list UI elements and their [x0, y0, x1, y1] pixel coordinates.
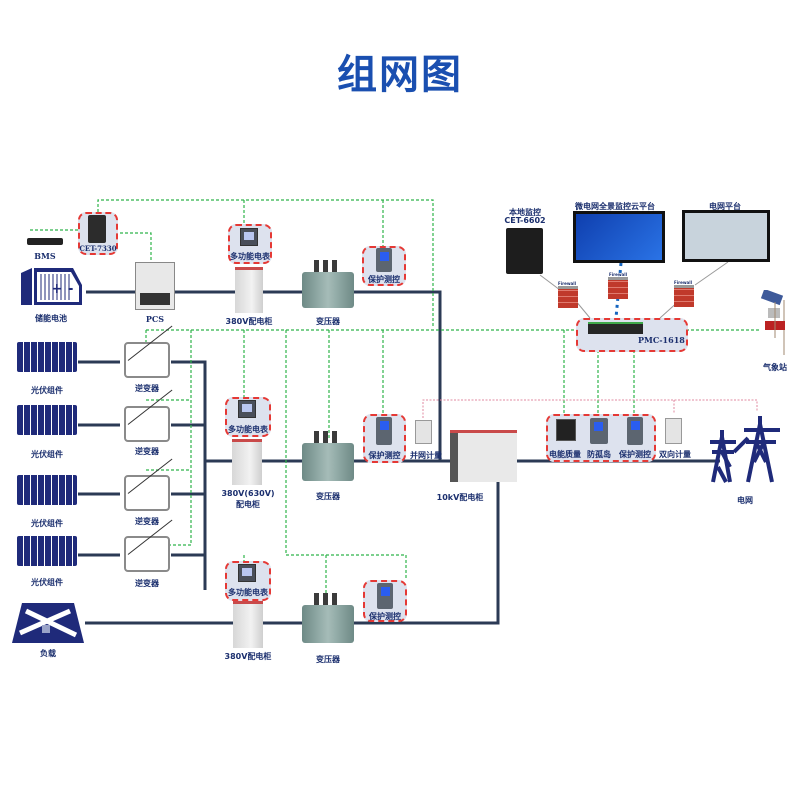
pv-grid-meter-device[interactable]: [415, 420, 432, 444]
load-meter-label: 多功能电表: [228, 588, 268, 597]
gateway-device[interactable]: [88, 215, 106, 243]
grid-relay-device[interactable]: [627, 417, 643, 445]
comm-lines: [30, 199, 760, 610]
pv-panel-4-label: 光伏组件: [31, 578, 63, 587]
pcs-device[interactable]: [135, 262, 175, 310]
cloud-platform-label: 微电网全景监控云平台: [575, 202, 655, 211]
storage-transformer-label: 变压器: [316, 317, 340, 326]
firewall-3[interactable]: [674, 285, 694, 307]
svg-text:+ -: + -: [51, 281, 74, 297]
storage-cabinet-device[interactable]: [235, 267, 263, 313]
transmission-tower-icon: [710, 416, 780, 483]
cloud-link: [614, 262, 623, 319]
pv-inverter-3[interactable]: [124, 475, 170, 511]
storage-meter-device[interactable]: [240, 228, 258, 246]
switchgear-device[interactable]: [450, 430, 517, 482]
bidirectional-meter-device[interactable]: [665, 418, 682, 444]
load-relay-box: [363, 580, 407, 622]
pv-cabinet-device[interactable]: [232, 439, 262, 485]
pv-inverter-4[interactable]: [124, 536, 170, 572]
pv-panel-2-label: 光伏组件: [31, 450, 63, 459]
firewall-2[interactable]: [608, 277, 628, 299]
firewall-1[interactable]: [558, 286, 578, 308]
pv-inverter-3-label: 逆变器: [135, 517, 159, 526]
pv-relay-device[interactable]: [376, 417, 392, 445]
metering-lines: [422, 399, 758, 418]
grid-platform-screen[interactable]: [682, 210, 770, 262]
load-cabinet-device[interactable]: [233, 601, 263, 648]
pv-cabinet-label-1: 380V(630V): [221, 489, 275, 498]
network-lines: [539, 261, 785, 355]
firewall-2-label: Firewall: [609, 272, 627, 277]
power-line-load: [85, 480, 500, 625]
load-transformer-label: 变压器: [316, 655, 340, 664]
pv-inverter-1[interactable]: [124, 342, 170, 378]
storage-cabinet-label: 380V配电柜: [225, 317, 273, 326]
grid-platform-label: 电网平台: [709, 202, 741, 211]
storage-relay-device[interactable]: [376, 248, 392, 272]
switch-label: PMC-1618: [638, 335, 685, 345]
storage-transformer-device[interactable]: [302, 260, 354, 308]
load-meter-device[interactable]: [238, 564, 256, 582]
load-cabinet-label: 380V配电柜: [224, 652, 272, 661]
pv-panel-1[interactable]: [17, 342, 77, 372]
pv-inverter-1-label: 逆变器: [135, 384, 159, 393]
pv-panel-3-label: 光伏组件: [31, 519, 63, 528]
power-quality-label: 电能质量: [549, 450, 581, 459]
pv-panel-4[interactable]: [17, 536, 77, 566]
pv-transformer-device[interactable]: [302, 431, 354, 481]
pv-inverter-2[interactable]: [124, 406, 170, 442]
pv-relay-label: 保护测控: [368, 451, 401, 460]
bidirectional-meter-label: 双向计量: [659, 450, 691, 459]
storage-relay-label: 保护测控: [368, 275, 400, 284]
pv-panel-1-label: 光伏组件: [31, 386, 63, 395]
local-monitor-model: CET-6602: [504, 216, 546, 225]
load-map-icon: [12, 603, 84, 643]
pv-panel-3[interactable]: [17, 475, 77, 505]
load-relay-label: 保护测控: [369, 612, 401, 621]
pv-cabinet-label-2: 配电柜: [236, 500, 260, 509]
cloud-platform-screen[interactable]: [573, 211, 665, 263]
gateway-label: CET-7330: [79, 244, 117, 253]
load-relay-device[interactable]: [377, 583, 393, 609]
anti-islanding-device[interactable]: [590, 418, 608, 444]
firewall-3-label: Firewall: [674, 280, 692, 285]
local-monitor-title: 本地监控: [509, 208, 541, 217]
switchgear-label: 10kV配电柜: [436, 493, 484, 502]
anti-islanding-label: 防孤岛: [587, 450, 611, 459]
pv-grid-meter-label: 并网计量: [410, 451, 442, 460]
bms-device[interactable]: [27, 238, 63, 245]
pv-panel-2[interactable]: [17, 405, 77, 435]
pv-inverter-2-label: 逆变器: [135, 447, 159, 456]
network-switch-device[interactable]: [588, 322, 643, 334]
grid-relay-label: 保护测控: [619, 450, 651, 459]
pv-transformer-label: 变压器: [316, 492, 340, 501]
weather-station-label: 气象站: [763, 363, 787, 372]
weather-station-icon: [760, 290, 785, 338]
load-label: 负载: [40, 649, 56, 658]
power-line-storage: [86, 290, 442, 461]
firewall-1-label: Firewall: [558, 281, 576, 286]
pcs-label: PCS: [145, 314, 165, 324]
pv-inverter-4-label: 逆变器: [135, 579, 159, 588]
pv-meter-label: 多功能电表: [228, 425, 268, 434]
page-title: 组网图: [337, 52, 463, 98]
pv-meter-device[interactable]: [238, 400, 256, 418]
battery-label: 储能电池: [35, 314, 67, 323]
power-quality-device[interactable]: [556, 419, 576, 441]
power-line-pv-1b: [171, 360, 207, 590]
bms-label: BMS: [34, 251, 56, 261]
load-transformer-device[interactable]: [302, 593, 354, 643]
local-monitor-pc[interactable]: [506, 228, 543, 274]
grid-label: 电网: [737, 496, 753, 505]
storage-meter-label: 多功能电表: [230, 252, 270, 261]
battery-icon: + -: [21, 268, 82, 305]
